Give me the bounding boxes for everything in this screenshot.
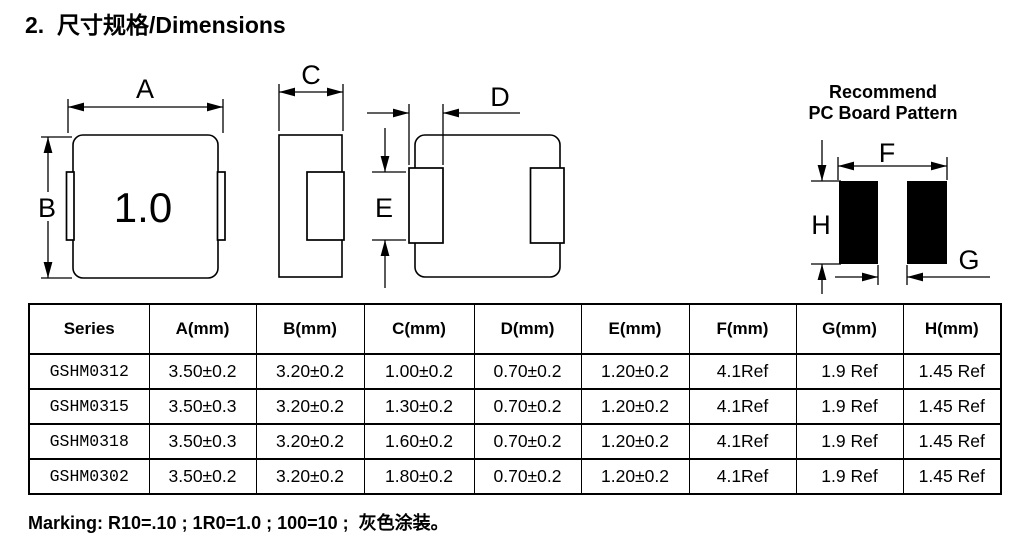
cell-value: 3.20±0.2 [255, 458, 365, 495]
col-header-e: E(mm) [580, 303, 690, 355]
cell-value: 1.20±0.2 [580, 353, 690, 390]
col-header-c: C(mm) [363, 303, 475, 355]
dim-a-label: A [136, 74, 154, 104]
dim-e: E [372, 128, 406, 288]
col-header-a: A(mm) [148, 303, 257, 355]
cell-value: 3.50±0.2 [148, 353, 257, 390]
series-name: GSHM0318 [28, 423, 150, 460]
cell-value: 1.60±0.2 [363, 423, 475, 460]
cell-value: 1.9 Ref [795, 388, 904, 425]
cell-value: 1.20±0.2 [580, 423, 690, 460]
cell-value: 0.70±0.2 [473, 353, 582, 390]
right-solder-pad [907, 181, 947, 264]
cell-value: 4.1Ref [688, 388, 797, 425]
bottom-view-drawing: D E [367, 82, 565, 288]
cell-value: 1.45 Ref [902, 388, 1002, 425]
cell-value: 1.45 Ref [902, 353, 1002, 390]
cell-value: 1.20±0.2 [580, 458, 690, 495]
col-header-h: H(mm) [902, 303, 1002, 355]
bottom-left-terminal [408, 167, 444, 244]
cell-value: 1.9 Ref [795, 423, 904, 460]
table-row: GSHM0315 3.50±0.3 3.20±0.2 1.30±0.2 0.70… [28, 388, 1002, 425]
cell-value: 3.20±0.2 [255, 353, 365, 390]
dim-e-label: E [375, 193, 393, 223]
left-solder-pad [839, 181, 878, 264]
cell-value: 1.20±0.2 [580, 388, 690, 425]
col-header-b: B(mm) [255, 303, 365, 355]
cell-value: 3.50±0.2 [148, 458, 257, 495]
cell-value: 1.9 Ref [795, 353, 904, 390]
cell-value: 3.20±0.2 [255, 388, 365, 425]
cell-value: 1.45 Ref [902, 423, 1002, 460]
cell-value: 4.1Ref [688, 423, 797, 460]
dimension-drawings: 1.0 A B C [35, 60, 990, 294]
pcb-pattern-drawing: Recommend PC Board Pattern F H [808, 82, 990, 294]
cell-value: 0.70±0.2 [473, 458, 582, 495]
col-header-d: D(mm) [473, 303, 582, 355]
dim-g-label: G [958, 245, 979, 275]
side-view-drawing: C [278, 60, 345, 278]
dim-d-label: D [490, 82, 510, 112]
cell-value: 3.50±0.3 [148, 423, 257, 460]
dim-a: A [67, 74, 224, 133]
left-tab [65, 171, 75, 241]
table-row: GSHM0302 3.50±0.2 3.20±0.2 1.80±0.2 0.70… [28, 458, 1002, 495]
page-title: 2. 尺寸规格/Dimensions [25, 12, 286, 38]
top-view-drawing: 1.0 A B [35, 74, 226, 279]
cell-value: 3.50±0.3 [148, 388, 257, 425]
dim-d: D [367, 82, 520, 165]
cell-value: 3.20±0.2 [255, 423, 365, 460]
right-tab [216, 171, 226, 241]
cell-value: 4.1Ref [688, 458, 797, 495]
dimensions-table: Series A(mm) B(mm) C(mm) D(mm) E(mm) F(m… [28, 303, 1002, 495]
col-header-series: Series [28, 303, 150, 355]
table-row: GSHM0318 3.50±0.3 3.20±0.2 1.60±0.2 0.70… [28, 423, 1002, 460]
series-name: GSHM0302 [28, 458, 150, 495]
dim-g: G [835, 245, 990, 285]
cell-value: 0.70±0.2 [473, 388, 582, 425]
col-header-g: G(mm) [795, 303, 904, 355]
part-marking-label: 1.0 [114, 184, 172, 231]
table-row: GSHM0312 3.50±0.2 3.20±0.2 1.00±0.2 0.70… [28, 353, 1002, 390]
dim-f-label: F [879, 138, 896, 168]
dim-h: H [808, 140, 841, 294]
dim-c-label: C [301, 60, 321, 90]
pcb-pattern-title-line1: Recommend [829, 82, 937, 102]
cell-value: 4.1Ref [688, 353, 797, 390]
col-header-f: F(mm) [688, 303, 797, 355]
dim-h-label: H [811, 210, 831, 240]
marking-note: Marking: R10=.10 ; 1R0=1.0 ; 100=10 ; 灰色… [28, 513, 449, 533]
cell-value: 0.70±0.2 [473, 423, 582, 460]
bottom-right-terminal [529, 167, 565, 244]
dim-b-label: B [38, 193, 56, 223]
series-name: GSHM0312 [28, 353, 150, 390]
dim-f: F [837, 138, 948, 180]
series-name: GSHM0315 [28, 388, 150, 425]
table-header-row: Series A(mm) B(mm) C(mm) D(mm) E(mm) F(m… [28, 303, 1002, 355]
cell-value: 1.80±0.2 [363, 458, 475, 495]
side-terminal [306, 171, 345, 241]
cell-value: 1.00±0.2 [363, 353, 475, 390]
cell-value: 1.30±0.2 [363, 388, 475, 425]
cell-value: 1.9 Ref [795, 458, 904, 495]
pcb-pattern-title-line2: PC Board Pattern [808, 103, 957, 123]
dim-c: C [278, 60, 344, 131]
cell-value: 1.45 Ref [902, 458, 1002, 495]
dim-b: B [35, 136, 72, 279]
